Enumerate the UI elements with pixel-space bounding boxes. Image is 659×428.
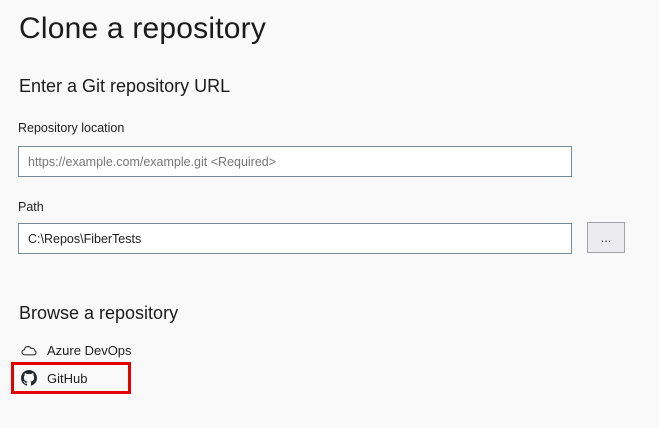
- browse-item-github[interactable]: GitHub: [21, 365, 87, 391]
- page-title: Clone a repository: [19, 12, 267, 45]
- github-label: GitHub: [47, 370, 88, 386]
- path-input[interactable]: [18, 223, 572, 254]
- repository-location-label: Repository location: [18, 121, 125, 135]
- path-label: Path: [18, 200, 44, 214]
- browse-item-azure-devops[interactable]: Azure DevOps: [21, 340, 132, 360]
- github-icon: [21, 370, 37, 387]
- browse-path-button[interactable]: ...: [587, 222, 625, 253]
- repository-location-input[interactable]: [18, 146, 572, 177]
- azure-devops-label: Azure DevOps: [47, 342, 132, 358]
- cloud-icon: [21, 342, 37, 359]
- github-red-highlight-box: GitHub: [11, 362, 131, 394]
- url-section-heading: Enter a Git repository URL: [19, 76, 231, 96]
- browse-section-heading: Browse a repository: [19, 303, 179, 323]
